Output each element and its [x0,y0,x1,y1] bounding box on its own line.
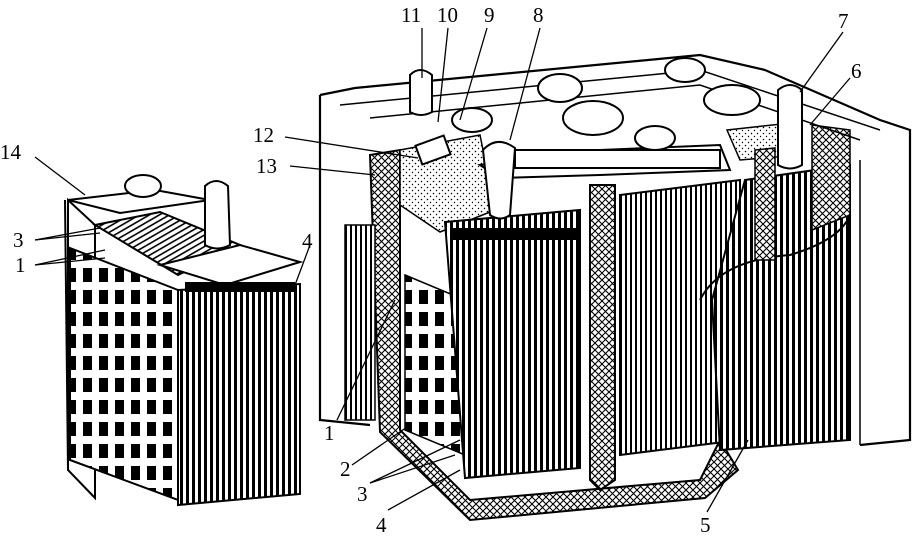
vent-plug-6 [634,125,676,151]
case-left-wall [318,95,371,427]
callout-12: 12 [253,123,274,147]
negative-plate-grid [69,246,179,502]
terminal-post-left [204,180,232,250]
callout-5: 5 [700,513,711,537]
terminal-post-positive [777,84,803,170]
right-hatched-wall-2 [811,124,851,232]
vent-plug-4 [703,84,761,116]
terminal-nut [124,174,162,198]
callout-13: 13 [256,154,277,178]
cell-partition [589,184,616,492]
positive-plate-front [443,208,581,480]
vent-plug-5 [451,107,493,133]
intercell-connector [514,149,721,169]
callout-8: 8 [533,3,544,27]
callout-1-main: 1 [324,421,335,445]
callout-10: 10 [437,3,458,27]
vent-plug-2 [664,57,706,83]
callout-3-main: 3 [357,482,368,506]
callout-6: 6 [851,59,862,83]
connector-bar [481,141,517,220]
sealing-compound [414,134,452,166]
vent-plug-3 [562,100,624,136]
leader-lines [34,27,851,513]
plate-strap-teeth [450,228,578,240]
callout-1-left: 1 [15,253,26,277]
right-hatched-wall [754,147,776,261]
bridge-strap-teeth [185,282,295,292]
vent-plug-1 [537,73,583,103]
callout-4-left: 4 [302,229,313,253]
terminal-post-negative [409,69,433,116]
positive-plate-stack [177,282,301,507]
battery-case-cutaway [318,53,912,522]
callout-11: 11 [401,3,421,27]
plate-stack-left-edge [344,224,376,421]
callout-7: 7 [838,9,849,33]
separator-cutaway-edge [699,214,851,301]
plate-group-assembly [64,174,304,507]
callout-4-main: 4 [376,513,387,537]
callout-9: 9 [484,3,495,27]
callout-2: 2 [340,457,351,481]
callout-14: 14 [0,140,22,164]
bridge-strap [156,243,304,287]
callout-labels: 11 10 9 8 7 6 12 13 14 3 1 4 1 2 3 4 5 [0,3,862,537]
callout-3-left: 3 [13,228,24,252]
